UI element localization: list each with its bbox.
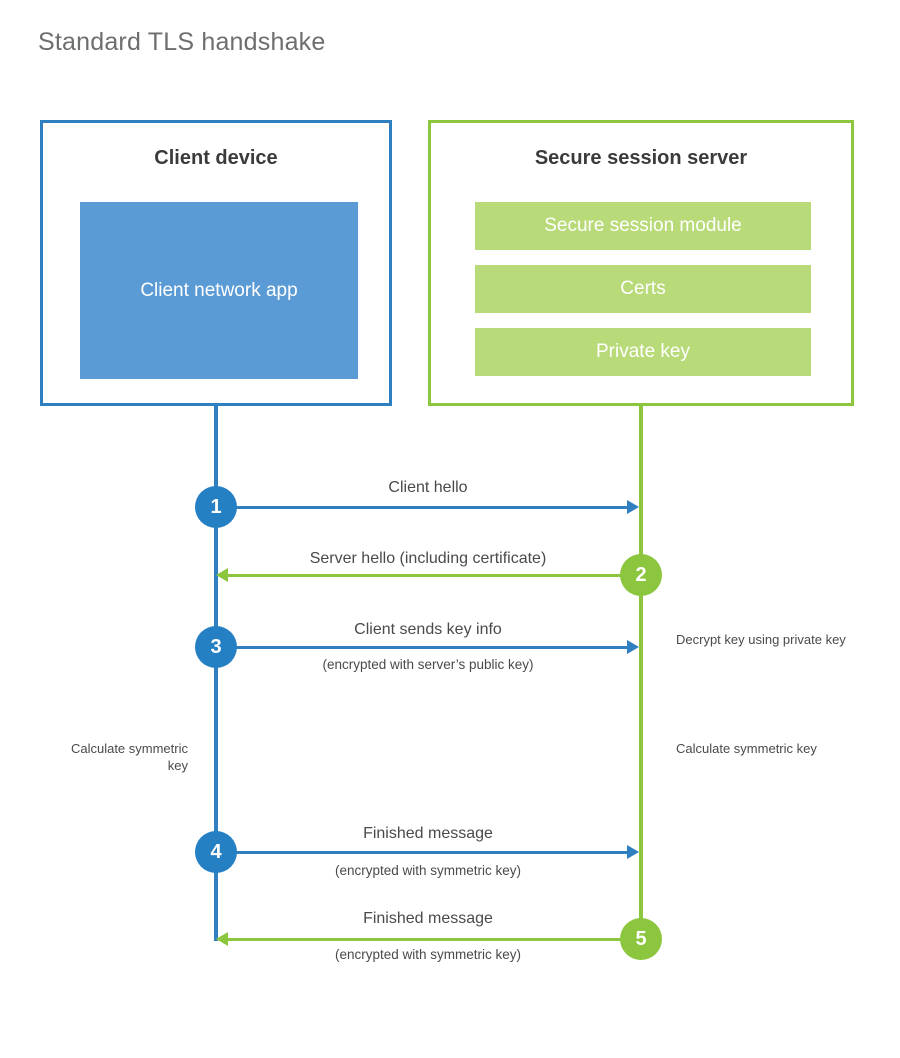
step-1-label: Client hello (388, 479, 468, 496)
step-2-arrow-head-icon (216, 568, 228, 582)
step-3-arrow-line (216, 646, 629, 649)
client-device-box: Client device Client network app (40, 120, 392, 406)
step-5-sublabel: (encrypted with symmetric key) (334, 947, 522, 962)
client-device-title: Client device (154, 147, 278, 169)
step-5-marker: 5 (620, 918, 662, 960)
step-1-marker: 1 (195, 486, 237, 528)
client-lifeline (214, 403, 218, 941)
step-4-arrow-line (216, 851, 629, 854)
step-5-arrow-head-icon (216, 932, 228, 946)
server-component-secure-session-module: Secure session module (475, 202, 811, 250)
step-2-label: Server hello (including certificate) (309, 550, 547, 567)
server-lifeline (639, 403, 643, 941)
step-3-label: Client sends key info (354, 621, 502, 638)
step-2-arrow-line (228, 574, 629, 577)
step-3-marker: 3 (195, 626, 237, 668)
step-4-sublabel: (encrypted with symmetric key) (334, 863, 522, 878)
step-1-arrow-line (216, 506, 629, 509)
step-5-label: Finished message (363, 910, 493, 927)
client-network-app-block: Client network app (80, 202, 358, 379)
step-4-label: Finished message (363, 825, 493, 842)
step-4-marker: 4 (195, 831, 237, 873)
annotation-decrypt-key: Decrypt key using private key (676, 632, 846, 647)
server-component-private-key: Private key (475, 328, 811, 376)
server-component-certs: Certs (475, 265, 811, 313)
page-title: Standard TLS handshake (38, 28, 326, 56)
step-4-arrow-head-icon (627, 845, 639, 859)
secure-session-server-title: Secure session server (534, 147, 748, 169)
secure-session-server-box: Secure session server Secure session mod… (428, 120, 854, 406)
annotation-server-calculate-symmetric-key: Calculate symmetric key (676, 741, 817, 756)
step-3-sublabel: (encrypted with server’s public key) (322, 657, 534, 672)
annotation-client-calculate-symmetric-key: Calculate symmetric key (70, 741, 188, 773)
step-1-arrow-head-icon (627, 500, 639, 514)
step-5-arrow-line (228, 938, 629, 941)
step-2-marker: 2 (620, 554, 662, 596)
step-3-arrow-head-icon (627, 640, 639, 654)
